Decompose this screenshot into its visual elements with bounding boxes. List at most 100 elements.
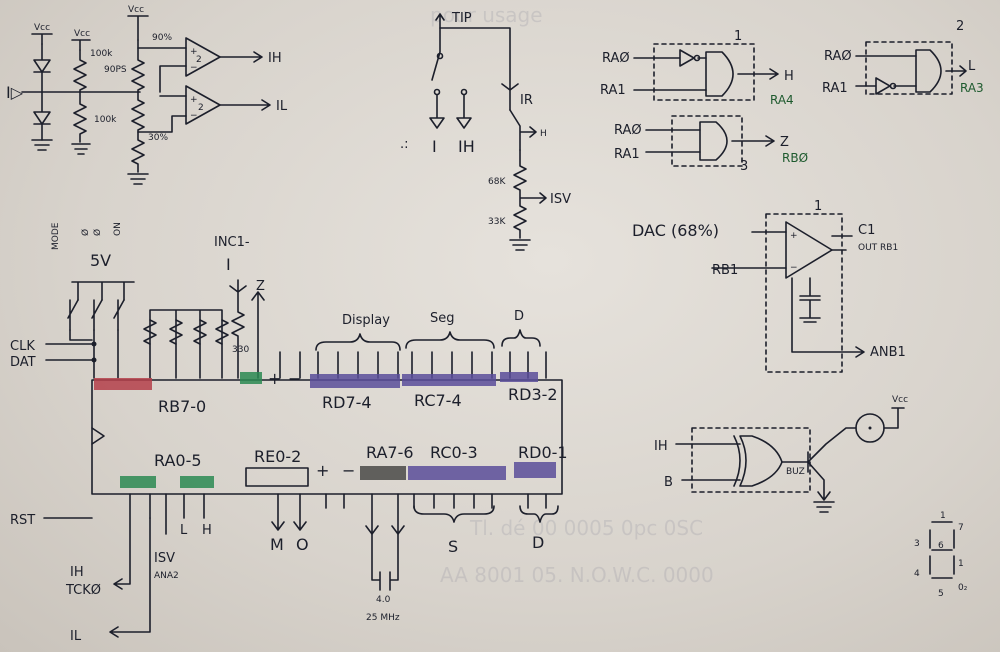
group-seg: Seg bbox=[430, 311, 455, 326]
vcc-bar-1 bbox=[31, 33, 53, 45]
pullup-bank-wires bbox=[149, 309, 223, 379]
z-arrow bbox=[251, 291, 265, 379]
vcc-bar-3 bbox=[127, 15, 149, 41]
mhz-label: 25 MHz bbox=[366, 613, 400, 623]
il-wire bbox=[109, 517, 151, 638]
opamp-lower bbox=[185, 85, 221, 125]
gate2-out bbox=[945, 65, 967, 77]
pins-mo bbox=[271, 493, 307, 531]
gate3-number: 3 bbox=[740, 159, 748, 174]
il-label-bottom: IL bbox=[70, 629, 82, 644]
vcc-label-1: Vcc bbox=[34, 23, 50, 33]
brace-d2 bbox=[519, 505, 559, 523]
gate1-in2: RA1 bbox=[600, 83, 626, 98]
port-rb7-0: RB7-0 bbox=[158, 397, 206, 416]
dip-label-1: Ø bbox=[80, 229, 91, 236]
port-rc0-3: RC0-3 bbox=[430, 443, 478, 462]
dac-capacitor bbox=[799, 277, 821, 323]
isv-divider bbox=[513, 149, 547, 239]
gate3-out bbox=[731, 135, 775, 147]
dip-supply bbox=[71, 281, 135, 301]
bottom-plus: + bbox=[316, 461, 329, 480]
dac-comparator: 1 DAC (68%) RB1 +− C1 OUT RB1 ANB1 bbox=[632, 199, 906, 373]
gate3-out-label: Z bbox=[780, 135, 789, 150]
r330-label: 330 bbox=[232, 345, 249, 355]
logic-gates: 1 RAØ RA1 H RA4 2 RAØ RA1 L RA3 RAØ RA1 … bbox=[600, 19, 984, 174]
crystal-label: 4.0 bbox=[376, 595, 391, 605]
gate2-in1: RAØ bbox=[824, 49, 852, 64]
gate3-pin: RBØ bbox=[782, 151, 808, 165]
group-d: D bbox=[514, 309, 524, 324]
dac-out2: OUT RB1 bbox=[858, 243, 898, 253]
ground-1 bbox=[31, 139, 53, 151]
dac-out3: ANB1 bbox=[870, 345, 906, 360]
bottom-minus: − bbox=[342, 461, 355, 480]
port-ra0-5: RA0-5 bbox=[154, 451, 202, 470]
seg-outline bbox=[929, 521, 955, 579]
xor-gate bbox=[733, 435, 783, 487]
gate2-number: 2 bbox=[956, 19, 964, 34]
ground-arrow-i bbox=[429, 94, 445, 129]
xor-box bbox=[691, 427, 811, 493]
dac-anb1-wire bbox=[791, 277, 865, 358]
bleed-through-text: pour usage Tl. dé 00 0005 0pc 0SC AA 800… bbox=[430, 3, 714, 587]
out-ih-wire bbox=[219, 51, 263, 63]
dac-in2: RB1 bbox=[712, 263, 738, 278]
band-ra-green-2 bbox=[180, 476, 214, 488]
svg-text:−: − bbox=[790, 263, 798, 273]
opamp-inputs bbox=[137, 47, 187, 133]
brace-d bbox=[501, 329, 541, 347]
band-rd7-4 bbox=[310, 374, 400, 388]
voltage-ladder bbox=[131, 39, 145, 173]
brace-s bbox=[413, 505, 495, 523]
crystal-body bbox=[371, 533, 399, 591]
inc-label: INC1- bbox=[214, 235, 250, 250]
opamp-upper bbox=[185, 37, 221, 77]
seg-right-top: 7 bbox=[958, 523, 964, 533]
dac-label: DAC (68%) bbox=[632, 221, 719, 240]
seg-right-bot: 1 bbox=[958, 559, 964, 569]
out-il-label: IL bbox=[276, 99, 288, 114]
svg-text:+: + bbox=[790, 231, 798, 241]
ir-label: IR bbox=[520, 93, 533, 108]
tip-wire bbox=[435, 13, 511, 91]
ground-4 bbox=[509, 239, 531, 251]
bleed-line-1: pour usage bbox=[430, 3, 543, 27]
ground-3 bbox=[127, 173, 149, 185]
re0-2-box bbox=[245, 467, 309, 487]
pullup-resistors bbox=[143, 319, 229, 345]
gate2-pin: RA3 bbox=[960, 81, 984, 95]
pct-30-label: 30% bbox=[148, 133, 168, 143]
diode-lower bbox=[33, 91, 51, 141]
dip-wires bbox=[69, 329, 119, 379]
xor-in2: B bbox=[664, 475, 673, 490]
bottom-o: O bbox=[296, 535, 309, 554]
tip-arrow bbox=[501, 83, 519, 111]
gate3-inputs bbox=[645, 129, 701, 153]
seg-left-top: 3 bbox=[914, 539, 920, 549]
svg-text:+: + bbox=[190, 95, 198, 105]
gate2-in2: RA1 bbox=[822, 81, 848, 96]
svg-text:.:: .: bbox=[400, 137, 409, 152]
clk-label: CLK bbox=[10, 339, 35, 354]
xor-inputs bbox=[675, 443, 741, 481]
gate1-number: 1 bbox=[734, 29, 742, 44]
inc-resistor bbox=[229, 279, 247, 379]
port-rd3-2: RD3-2 bbox=[508, 385, 558, 404]
bottom-m: M bbox=[270, 535, 284, 554]
port-rd7-4: RD7-4 bbox=[322, 393, 372, 412]
comparator-circuit: Vcc Vcc Vcc I▷ 100k 90PS 100k 90% 30% +−… bbox=[6, 5, 288, 185]
tip-label: TIP bbox=[451, 11, 472, 26]
group-display: Display bbox=[342, 313, 390, 328]
vcc-bar-2 bbox=[71, 39, 91, 51]
dac-out-wire bbox=[831, 235, 853, 251]
gate2-out-label: L bbox=[968, 59, 976, 74]
band-rb-green bbox=[240, 372, 262, 384]
pin-stubs-misc bbox=[325, 493, 547, 509]
gate3-in1: RAØ bbox=[614, 123, 642, 138]
seg-left-bot: 4 bbox=[914, 569, 920, 579]
band-rd3-2 bbox=[500, 372, 538, 382]
gate3-box bbox=[671, 115, 743, 167]
group-s: S bbox=[448, 537, 458, 556]
gate2-inputs bbox=[855, 55, 917, 95]
